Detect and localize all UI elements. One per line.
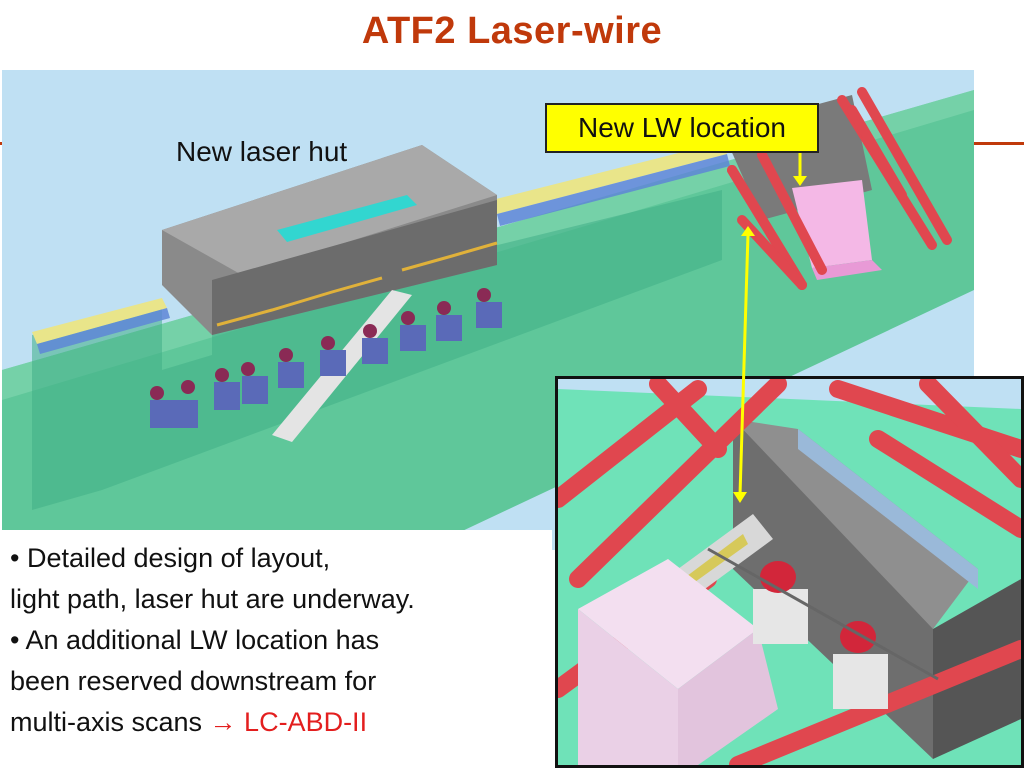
bullet-list: • Detailed design of layout, light path,… [10,538,550,743]
lc-abd-ii-label: LC-ABD-II [236,707,368,737]
bullet-2-line-3: multi-axis scans → LC-ABD-II [10,702,550,743]
bullet-1-line-1: • Detailed design of layout, [10,543,331,573]
bullet-2-line-1: • An additional LW location has [10,625,380,655]
new-laser-hut-label: New laser hut [176,136,348,167]
right-arrow-icon: → [209,707,237,737]
lw-location-closeup-render [555,376,1024,768]
text-panel [0,530,552,768]
bullet-2-line-3-text: multi-axis scans [10,707,210,737]
bullet-1-line-2: light path, laser hut are underway. [10,584,415,614]
accent-line-right [972,142,1024,145]
new-lw-location-callout: New LW location [545,103,819,153]
slide-title: ATF2 Laser-wire [361,10,663,52]
bullet-2-line-2: been reserved downstream for [10,666,377,696]
